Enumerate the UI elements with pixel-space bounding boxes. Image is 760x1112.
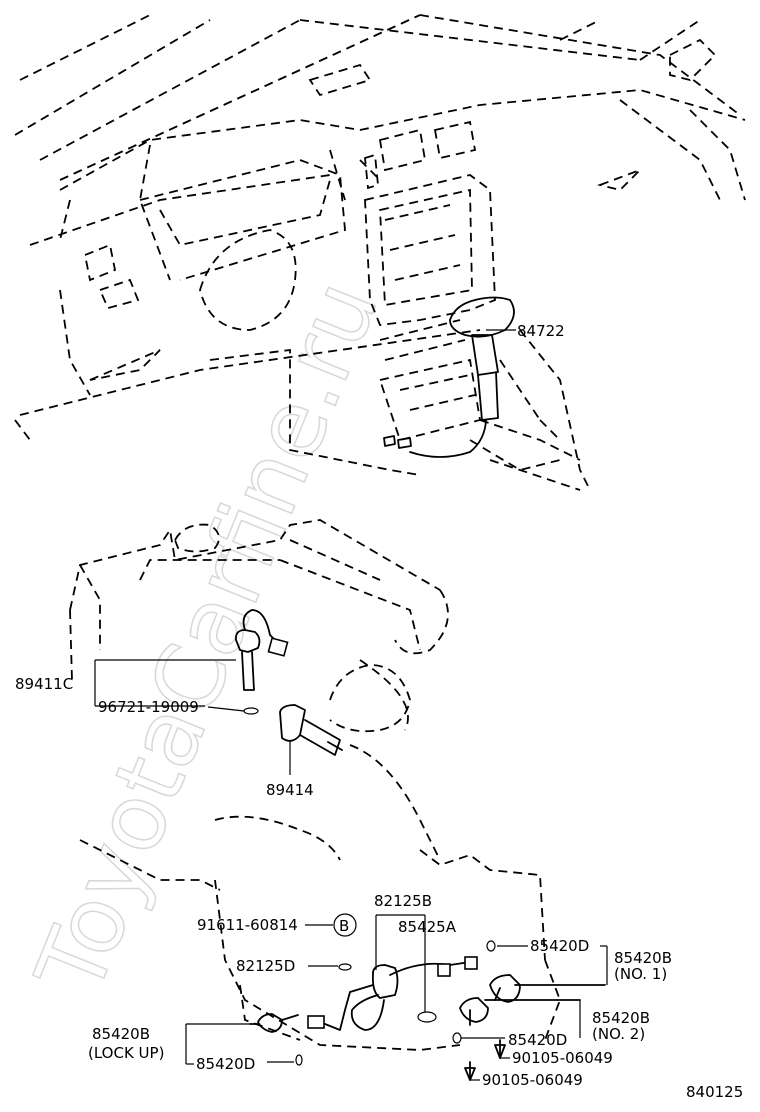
label-89414: 89414: [266, 781, 314, 799]
label-no2-note: (NO. 2): [592, 1025, 645, 1043]
label-85420d-no2: 85420D: [508, 1031, 567, 1049]
label-91611: 91611-60814: [197, 916, 298, 934]
transmission-illustration: [69, 519, 561, 1051]
solenoid-illustration: [249, 940, 606, 1081]
label-85420b-no1: 85420B: [614, 949, 672, 967]
label-82125d: 82125D: [236, 957, 295, 975]
dashboard-illustration: [14, 14, 746, 491]
label-96721: 96721-19009: [98, 698, 199, 716]
label-84722: 84722: [517, 322, 565, 340]
svg-text:B: B: [339, 917, 349, 935]
leader-96721-b: [207, 706, 245, 712]
label-82125b: 82125B: [374, 892, 432, 910]
label-85420b-lockup: 85420B: [92, 1025, 150, 1043]
label-89411c: 89411C: [15, 675, 73, 693]
figure-code: 840125: [686, 1083, 743, 1101]
watermark: ToyotaCarfine.ru: [16, 267, 399, 1010]
label-85420d-no1: 85420D: [530, 937, 589, 955]
label-bolt-2: 90105-06049: [482, 1071, 583, 1089]
label-bolt-1: 90105-06049: [512, 1049, 613, 1067]
label-85420b-no2: 85420B: [592, 1009, 650, 1027]
label-lockup-note: (LOCK UP): [88, 1044, 164, 1062]
circle-ref-b: B: [333, 913, 357, 937]
label-no1-note: (NO. 1): [614, 965, 667, 983]
label-85425a: 85425A: [398, 918, 457, 936]
label-85420d-lockup: 85420D: [196, 1055, 255, 1073]
